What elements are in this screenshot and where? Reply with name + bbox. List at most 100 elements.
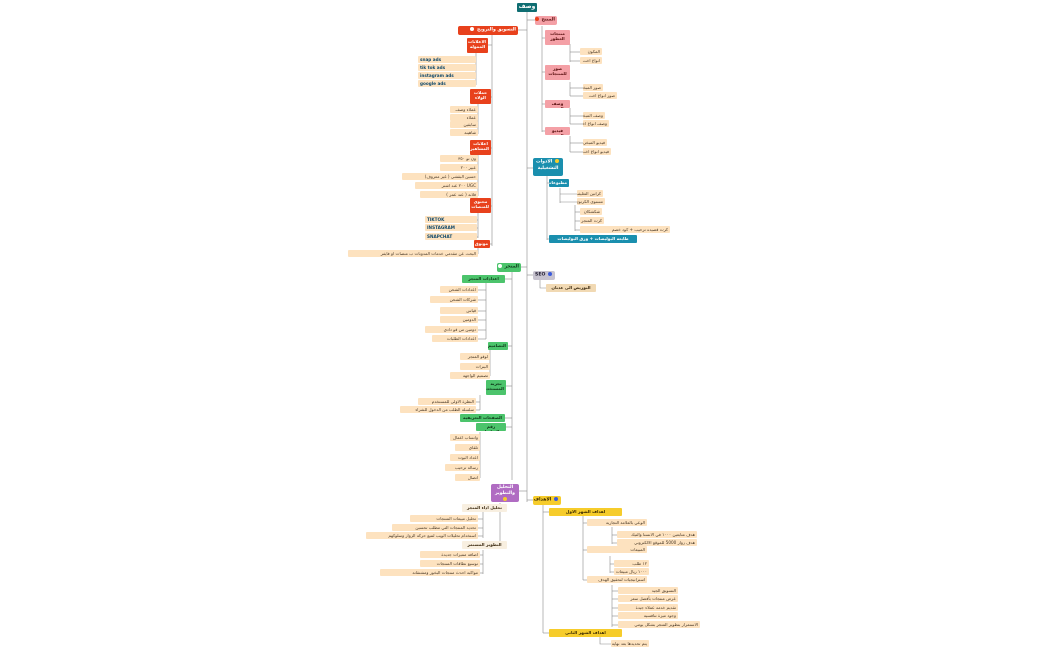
node-info-pages[interactable]: الصفحات التعريفية [460, 414, 505, 422]
node-content[interactable]: محتوى للمنصات [470, 198, 491, 213]
leaf-sales[interactable]: المبيعات [587, 546, 647, 553]
leaf-strategy[interactable]: استراتيجيات لتحقيق الهدف [587, 576, 647, 583]
node-loyalty[interactable]: حملات الولاء [470, 89, 491, 104]
leaf-loyalty-2[interactable]: عملاء [450, 114, 478, 121]
node-video[interactable]: فيديو المنتج [545, 127, 570, 135]
leaf-printing-1[interactable]: كراتين التغليف [577, 190, 603, 197]
leaf-contact-3[interactable]: اعداد البوت [450, 454, 480, 461]
node-policy[interactable]: طابعة البوليصات + ورق البوليصات [549, 235, 637, 243]
leaf-desc-1[interactable]: وصف المبخره [583, 112, 605, 119]
leaf-desc-2[interactable]: وصف انواع اخت [583, 120, 609, 127]
leaf-strategy-2[interactable]: عرض منتجات بأفضل سعر [618, 595, 678, 602]
store-title: المتجر [504, 264, 519, 270]
node-ux[interactable]: تجربة المستخدم [486, 380, 506, 395]
node-ads[interactable]: الاعلانات الممولة [467, 38, 488, 53]
leaf-awareness[interactable]: الوعي بالعلامة التجارية [587, 519, 647, 526]
leaf-instagram[interactable]: INSTAGRAM [425, 224, 477, 231]
leaf-strategy-3[interactable]: تقديم خدمة عملاء جيدة [618, 604, 678, 611]
leaf-loyalty-3[interactable]: سابقين [450, 121, 478, 128]
leaf-perfume-1[interactable]: المكون [580, 48, 602, 55]
leaf-settings-5[interactable]: دومين من قو دادي [425, 326, 478, 333]
node-influencers[interactable]: اعلانات المشاهير [470, 140, 491, 155]
leaf-influencer-3[interactable]: حسين البقشي ( غير معروف) [402, 173, 478, 180]
leaf-settings-6[interactable]: اعدادات الطلبات [432, 335, 478, 342]
leaf-tiktok-ads[interactable]: tik tok ads [418, 64, 476, 71]
leaf-image-2[interactable]: صور انواع اخت [583, 92, 617, 99]
node-contact[interactable]: رقم التواصل [476, 423, 506, 431]
leaf-perf-1[interactable]: تحليل مبيعات المنتجات [410, 515, 478, 522]
branch-marker-icon [535, 17, 539, 21]
marketing-title: التسويق والترويج [477, 27, 516, 33]
leaf-design-2[interactable]: البنرات [460, 363, 490, 370]
leaf-awareness-2[interactable]: هدف زوار 5000 للموقع الالكتروني [617, 539, 697, 546]
leaf-loyalty-1[interactable]: عملاء وصف [450, 106, 478, 113]
leaf-sub-3[interactable]: كرت قصيده ترحيب + كود خصم [580, 226, 670, 233]
node-development[interactable]: التطوير المستمر [462, 541, 507, 549]
leaf-month2-1[interactable]: يتم تحديدها بعد نهاية اول شهر [611, 640, 649, 647]
leaf-contact-2[interactable]: تلقاي [455, 444, 480, 451]
leaf-influencer-2[interactable]: عبير ٢٠٠ [440, 164, 478, 171]
leaf-snap-ads[interactable]: snap ads [418, 56, 476, 63]
leaf-strategy-5[interactable]: الاستمرار بتطوير المتجر بشكل يومي [618, 621, 700, 628]
leaf-instagram-ads[interactable]: instagram ads [418, 72, 476, 79]
node-perfumes[interactable]: منتجات العطور [545, 30, 570, 45]
leaf-snapchat[interactable]: SNAPCHAT [425, 233, 477, 240]
leaf-influencer-4[interactable]: UGC ٢٠٠ عند اشتر [415, 182, 478, 189]
leaf-sales-1[interactable]: ١٢ طلب [614, 560, 649, 567]
leaf-influencer-5[interactable]: فلانة ( عند عمر ) [420, 191, 478, 198]
leaf-google-ads[interactable]: google ads [418, 80, 476, 87]
leaf-video-2[interactable]: فيديو انواع اخت [583, 148, 611, 155]
leaf-awareness-1[interactable]: هدف متابعين ١٠٠٠ في الانستا والتيك [617, 531, 697, 538]
leaf-perf-2[interactable]: تحديد المنتجات التي تتطلب تحسين [392, 524, 478, 531]
node-month2[interactable]: اهداف الشهر الثاني [549, 629, 622, 637]
branch-marker-icon [503, 497, 507, 501]
branch-marketing[interactable]: التسويق والترويج [458, 26, 518, 35]
branch-product[interactable]: المنتج [535, 16, 557, 25]
node-performance[interactable]: تحليل اداء المتجر [462, 504, 507, 512]
leaf-dev-2[interactable]: توسيع نطاقات المنتجات [420, 560, 480, 567]
leaf-tiktok[interactable]: TIKTOK [425, 216, 477, 223]
branch-marker-icon [548, 272, 552, 276]
node-ooh[interactable]: موثوق [474, 240, 490, 248]
leaf-image-1[interactable]: صور المبخره [583, 84, 603, 91]
leaf-settings-1[interactable]: اعدادات الشحن [440, 286, 478, 293]
branch-tools[interactable]: الادوات التشغيلية [533, 158, 563, 176]
leaf-ux-1[interactable]: النظرة الاولى للمستخدم [418, 398, 476, 405]
leaf-strategy-4[interactable]: وجود ميزة تنافسية [618, 612, 678, 619]
branch-marker-icon [497, 264, 502, 268]
leaf-contact-1[interactable]: واتساب اعمال [450, 434, 480, 441]
leaf-influencer-1[interactable]: ون تو ٣٥٠ [440, 155, 478, 162]
leaf-perfume-2[interactable]: انواع اخت [580, 57, 602, 64]
leaf-settings-4[interactable]: الدومين [440, 316, 478, 323]
root-node[interactable]: وصف [517, 3, 537, 12]
leaf-ux-2[interactable]: سلسلة الطلب من الدخول للشراء [400, 406, 476, 413]
leaf-settings-3[interactable]: قياس [440, 307, 478, 314]
leaf-perf-3[interactable]: استخدام تحليلات الويب لتتبع حركة الزوار … [366, 532, 478, 539]
node-month1[interactable]: اهداف الشهر الاول [549, 508, 622, 516]
branch-store[interactable]: المتجر [497, 263, 521, 272]
leaf-sales-2[interactable]: ١٠٠٠ ريال مبيعات [614, 568, 649, 575]
node-images[interactable]: صور للمنتجات [545, 65, 570, 80]
leaf-video-1[interactable]: فيديو المبخره [583, 139, 607, 146]
node-desc[interactable]: وصف المنتج [545, 100, 570, 108]
leaf-design-3[interactable]: تصميم الواجهة [450, 372, 490, 379]
leaf-strategy-1[interactable]: التسويق الجيد [618, 587, 678, 594]
leaf-settings-2[interactable]: شركات الشحن [430, 296, 478, 303]
leaf-sub-1[interactable]: شكشكان [580, 208, 602, 215]
node-printing[interactable]: مطبوعات [549, 179, 569, 187]
branch-seo[interactable]: SEO [533, 271, 555, 280]
leaf-loyalty-4[interactable]: شاهينة [450, 129, 478, 136]
leaf-printing-2[interactable]: مستوى الكرتون [577, 198, 605, 205]
leaf-seo-1[interactable]: التوريض الى عدنان [546, 284, 596, 292]
branch-goals[interactable]: الاهداف [533, 496, 561, 505]
branch-analysis[interactable]: التحليل والتطوير [491, 484, 519, 502]
leaf-ooh-1[interactable]: البحث عن مقدمي خدمات المدونات ب منصات او… [348, 250, 478, 257]
leaf-contact-4[interactable]: رسالة ترحيب [445, 464, 480, 471]
node-store-settings[interactable]: اعدادات المتجر [462, 275, 505, 283]
leaf-dev-3[interactable]: مواكبة احدث منتجات البخور ومشتقاته [380, 569, 480, 576]
leaf-contact-5[interactable]: اتصال [455, 474, 480, 481]
leaf-sub-2[interactable]: كرت المتجر [580, 217, 604, 224]
leaf-dev-1[interactable]: اضافة مميزات جديدة [420, 551, 480, 558]
node-design[interactable]: التصاميم [488, 342, 508, 350]
leaf-design-1[interactable]: لوقو المتجر [460, 353, 490, 360]
